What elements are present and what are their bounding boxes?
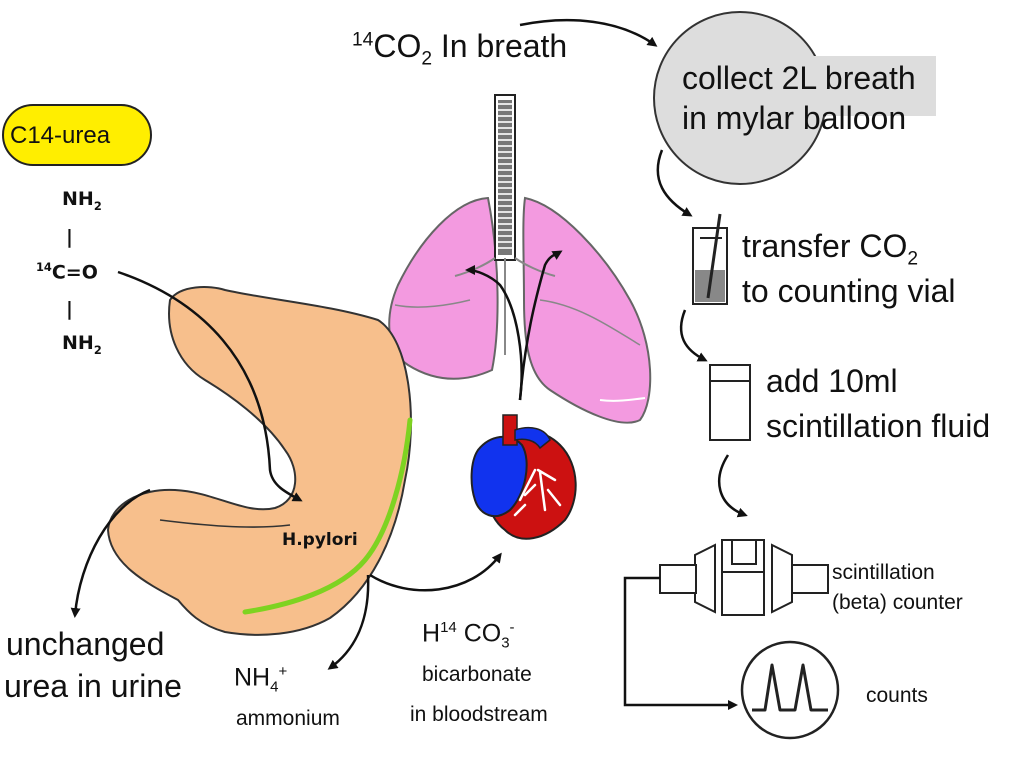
arrow-to-blood: [369, 552, 502, 592]
counter-label-1: scintillation: [832, 561, 935, 584]
c14-urea-badge: [2, 104, 152, 166]
nh4-label: NH4+: [234, 663, 288, 696]
urea-nh2-top: NH2: [62, 188, 102, 213]
counting-vial-icon: [692, 213, 728, 305]
urea-bond-bottom: |: [66, 298, 73, 320]
ammonium-label: ammonium: [236, 707, 340, 730]
arrow-heart-to-lung: [465, 265, 523, 401]
urea-nh2-bottom: NH2: [62, 332, 102, 357]
stomach: [106, 286, 412, 636]
urea-carbonyl: 14C=O: [36, 260, 98, 284]
hpylori-label: H.pylori: [282, 530, 358, 550]
transfer-label-2: to counting vial: [742, 273, 956, 309]
lung-lobe-line: [539, 299, 641, 346]
bloodstream-label: in bloodstream: [410, 703, 548, 726]
unchanged-label-1: unchanged: [6, 626, 165, 662]
counts-label: counts: [866, 684, 928, 707]
add-label-1: add 10ml: [766, 363, 898, 399]
bicarbonate-label: bicarbonate: [422, 663, 532, 686]
arrow-urea-to-hpylori: [117, 270, 303, 502]
c14-urea-label: C14-urea: [10, 122, 111, 149]
lung-lobe-line: [394, 299, 471, 308]
scintillation-counter-icon: [659, 539, 829, 616]
collect-label-2: in mylar balloon: [682, 100, 907, 136]
left-lung: [388, 196, 499, 380]
heart: [470, 414, 577, 540]
arrow-blood-to-lung-right: [518, 250, 563, 401]
counter-label-2: (beta) counter: [832, 591, 963, 614]
arrow-counter-to-counts: [623, 576, 738, 710]
right-lung: [522, 196, 652, 424]
arrow-breath-to-balloon: [519, 18, 658, 47]
co2-breath-label: 14CO2 In breath: [352, 28, 568, 70]
stomach-mucosa: [242, 417, 413, 615]
unchanged-label-2: urea in urine: [4, 668, 182, 704]
arrow-vial-to-scint: [679, 309, 708, 362]
counts-display-icon: [740, 640, 840, 740]
trachea: [454, 94, 556, 355]
urea-bond-top: |: [66, 226, 73, 248]
add-label-2: scintillation fluid: [766, 408, 991, 444]
arrow-to-urine: [70, 488, 151, 618]
lung-lobe-line: [599, 397, 646, 402]
arrow-scint-to-counter: [718, 454, 748, 518]
collect-label-1: collect 2L breath: [682, 60, 916, 96]
scintillation-vial-icon: [709, 364, 751, 441]
arrow-balloon-to-vial: [656, 149, 693, 217]
stomach-fold: [159, 519, 291, 528]
transfer-label-1: transfer CO2: [742, 228, 919, 270]
bicarbonate-formula: H14 CO3-: [422, 619, 515, 652]
arrow-to-ammonium: [327, 574, 370, 670]
